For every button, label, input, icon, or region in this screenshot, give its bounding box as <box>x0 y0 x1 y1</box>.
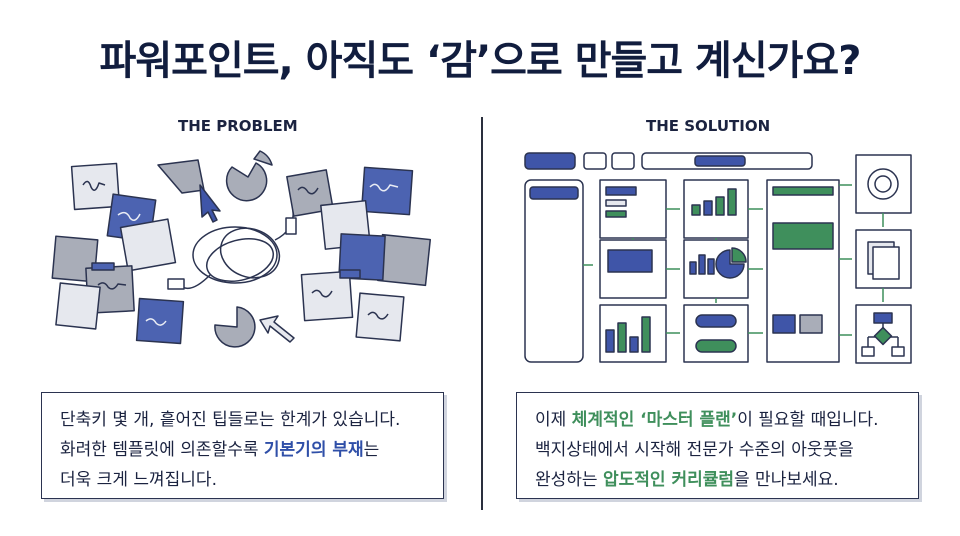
solution-line-1: 이제 체계적인 ‘마스터 플랜’이 필요할 때입니다. <box>535 405 900 435</box>
sticky-note <box>119 218 177 272</box>
sticky-note <box>376 233 432 287</box>
center-divider <box>481 117 483 510</box>
flowchart-icon <box>873 312 893 324</box>
sticky-note <box>360 166 414 216</box>
sticky-note <box>135 297 185 345</box>
solution-illustration <box>524 152 912 364</box>
problem-illustration <box>51 150 432 348</box>
sticky-note <box>55 282 101 330</box>
problem-line-2: 화려한 템플릿에 의존할수록 기본기의 부재는 <box>60 435 425 465</box>
cursor-arrow-icon <box>199 184 221 223</box>
sticky-note <box>70 162 121 211</box>
solution-line-3-prefix: 완성하는 <box>535 470 603 490</box>
problem-textbox: 단축키 몇 개, 흩어진 팁들로는 한계가 있습니다. 화려한 템플릿에 의존할… <box>41 392 444 499</box>
broken-pie-icon <box>225 162 268 202</box>
solution-heading: THE SOLUTION <box>646 117 771 135</box>
problem-line-2-suffix: 는 <box>363 440 380 460</box>
problem-line-1: 단축키 몇 개, 흩어진 팁들로는 한계가 있습니다. <box>60 410 401 430</box>
solution-highlight-2: 압도적인 커리큘럼 <box>602 470 735 490</box>
solution-highlight-1: 체계적인 ‘마스터 플랜’ <box>571 410 738 430</box>
broken-pie-icon <box>214 306 256 348</box>
cursor-arrow-icon <box>259 315 295 343</box>
solution-line-2: 백지상태에서 시작해 전문가 수준의 아웃풋을 <box>535 440 854 460</box>
page-title: 파워포인트, 아직도 ‘감’으로 만들고 계신가요? <box>99 38 862 84</box>
problem-highlight: 기본기의 부재 <box>263 440 364 460</box>
sticky-note <box>355 292 405 342</box>
problem-heading: THE PROBLEM <box>178 117 298 135</box>
solution-textbox: 이제 체계적인 ‘마스터 플랜’이 필요할 때입니다. 백지상태에서 시작해 전… <box>516 392 919 499</box>
problem-line-3: 더욱 크게 느껴집니다. <box>60 470 217 490</box>
solution-line-3: 완성하는 압도적인 커리큘럼을 만나보세요. <box>535 465 900 495</box>
sticky-note <box>338 233 386 281</box>
solution-line-1-suffix: 이 필요할 때입니다. <box>737 410 879 430</box>
sidebar-panel <box>524 179 584 363</box>
problem-line-2-text: 화려한 템플릿에 의존할수록 <box>60 440 264 460</box>
solution-line-1-prefix: 이제 <box>535 410 572 430</box>
tangled-cable-icon <box>167 207 300 290</box>
broken-shape <box>157 159 205 194</box>
solution-line-3-suffix: 을 만나보세요. <box>734 470 839 490</box>
